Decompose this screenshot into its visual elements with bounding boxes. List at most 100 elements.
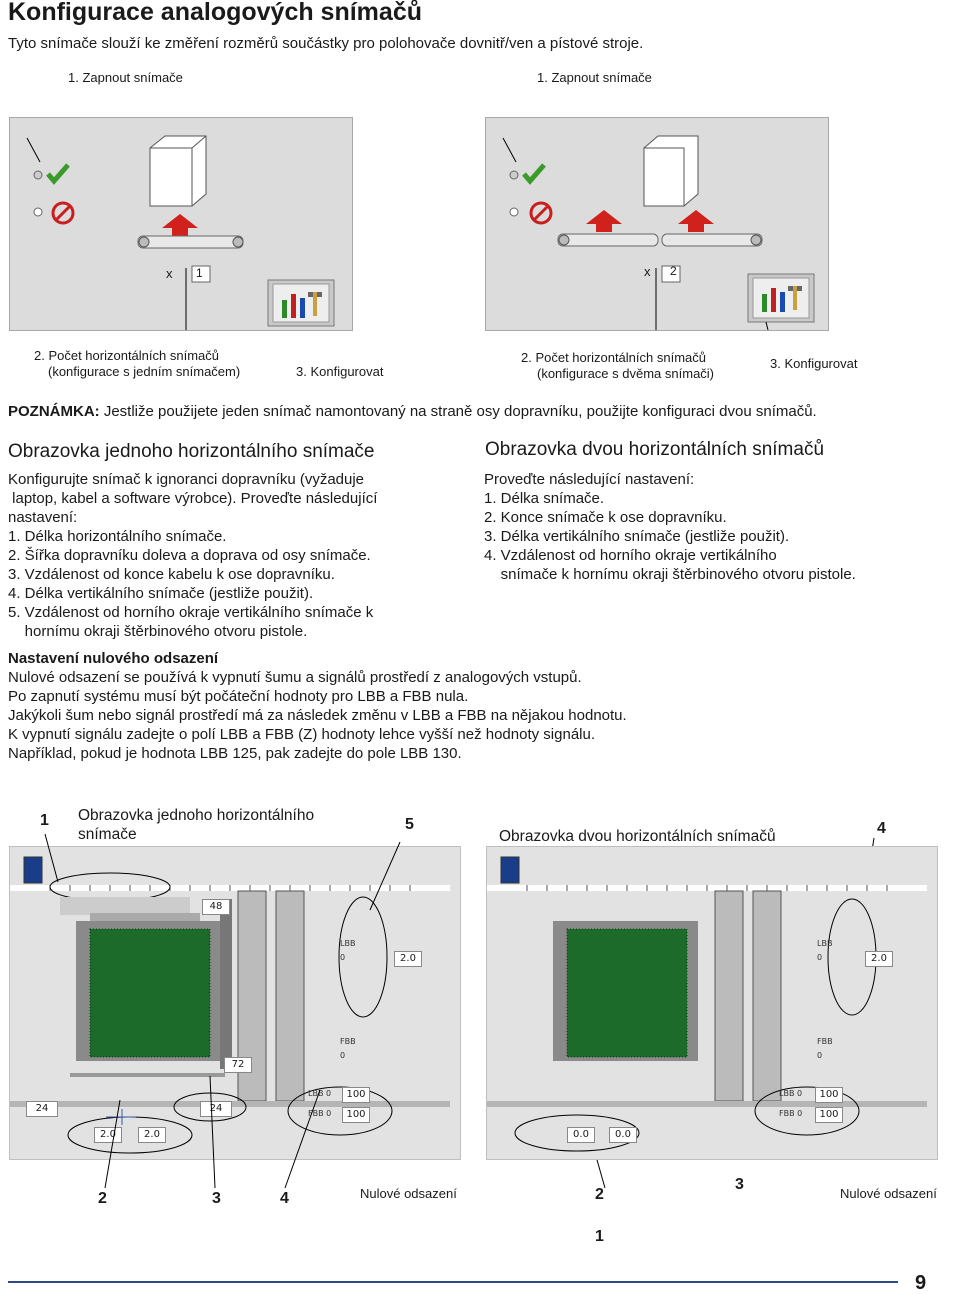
stop-icon (529, 201, 553, 225)
field-2.0[interactable]: 2.0 (394, 951, 422, 967)
note-text: Jestliže použijete jeden snímač namontov… (99, 403, 817, 420)
tl-step3: 3. Konfigurovat (296, 364, 384, 379)
double-item: 1. Délka snímače. (484, 490, 605, 507)
tr-panel (485, 117, 829, 331)
double-item: snímače k hornímu okraji štěrbinového ot… (484, 566, 856, 583)
lbb-label: LBB (817, 939, 833, 948)
zero-body: Nulové odsazení se používá k vypnutí šum… (8, 668, 627, 763)
tl-panel (9, 117, 353, 331)
callout-5: 5 (405, 816, 414, 833)
callout-3: 3 (212, 1190, 221, 1207)
bl-title-line2: snímače (78, 826, 137, 843)
zero-line: Jakýkoli šum nebo signál prostředí má za… (8, 707, 627, 724)
lbb0-label: LBB 0 (308, 1089, 332, 1098)
fbb-value: 0 (817, 1051, 823, 1060)
single-item: 3. Vzdálenost od konce kabelu k ose dopr… (8, 566, 335, 583)
br-callout-3: 3 (735, 1176, 744, 1193)
tools-icon (762, 286, 802, 312)
field-24a[interactable]: 24 (26, 1101, 58, 1117)
fbb-value: 0 (340, 1051, 346, 1060)
exit-icon (23, 856, 43, 884)
fbb-label: FBB (817, 1037, 833, 1046)
double-item: 4. Vzdálenost od horního okraje vertikál… (484, 547, 777, 564)
lbb-label: LBB (340, 939, 356, 948)
single-item: hornímu okraji štěrbinového otvoru pisto… (8, 623, 308, 640)
double-item: 3. Délka vertikálního snímače (jestliže … (484, 528, 790, 545)
tl-panel-graphic (26, 135, 335, 330)
br-screen: LBB 0 2.0 FBB 0 LBB 0 FBB 0 100 100 0.0 … (486, 846, 938, 1160)
single-intro-1: Konfigurujte snímač k ignoranci dopravní… (8, 471, 365, 488)
field-2.0[interactable]: 2.0 (865, 951, 893, 967)
double-body: Proveďte následující nastavení: 1. Délka… (484, 470, 954, 584)
zero-line: Po zapnutí systému musí být počáteční ho… (8, 688, 469, 705)
bl-title-line1: Obrazovka jednoho horizontálního (78, 807, 315, 824)
double-heading: Obrazovka dvou horizontálních snímačů (485, 439, 825, 460)
field-100b[interactable]: 100 (342, 1107, 370, 1123)
callout-2: 2 (98, 1190, 107, 1207)
tl-step2-line1: 2. Počet horizontálních snímačů (34, 348, 219, 363)
single-item: 4. Délka vertikálního snímače (jestliže … (8, 585, 314, 602)
page-number: 9 (915, 1272, 927, 1294)
arrow-up-icon-2 (678, 210, 714, 232)
br-screen-graphic (487, 856, 927, 1152)
zero-line: Nulové odsazení se používá k vypnutí šum… (8, 669, 582, 686)
tl-count-field[interactable]: 1 (196, 266, 203, 280)
br-zero-label: Nulové odsazení (840, 1186, 937, 1201)
tr-count-field[interactable]: 2 (670, 264, 677, 278)
check-icon (46, 163, 70, 185)
single-heading: Obrazovka jednoho horizontálního snímače (8, 441, 375, 462)
radio-off-icon (33, 207, 43, 217)
double-item: 2. Konce snímače k ose dopravníku. (484, 509, 727, 526)
field-0.0b[interactable]: 0.0 (609, 1127, 637, 1143)
bl-zero-label: Nulové odsazení (360, 1186, 457, 1201)
radio-on-icon (509, 170, 519, 180)
note: POZNÁMKA: Jestliže použijete jeden sníma… (8, 402, 817, 421)
zero-line: Například, pokud je hodnota LBB 125, pak… (8, 745, 462, 762)
single-intro-2: laptop, kabel a software výrobce). Prove… (8, 490, 378, 507)
br-callout-1: 1 (595, 1228, 604, 1245)
note-label: POZNÁMKA: (8, 403, 100, 420)
radio-off-icon (509, 207, 519, 217)
fbb0-label: FBB 0 (308, 1109, 332, 1118)
tools-icon (282, 292, 322, 318)
fbb-label: FBB (340, 1037, 356, 1046)
stop-icon (51, 201, 75, 225)
field-24b[interactable]: 24 (200, 1101, 232, 1117)
lbb0-label: LBB 0 (779, 1089, 803, 1098)
br-callout-2: 2 (595, 1186, 604, 1203)
tr-step1: 1. Zapnout snímače (537, 70, 652, 85)
tl-step2-line2: (konfigurace s jedním snímačem) (48, 364, 241, 379)
zero-line: K vypnutí signálu zadejte o polí LBB a F… (8, 726, 595, 743)
single-intro-3: nastavení: (8, 509, 78, 526)
callout-4: 4 (280, 1190, 289, 1207)
tr-step2-line2: (konfigurace s dvěma snímači) (537, 366, 715, 381)
tr-panel-graphic (502, 135, 815, 331)
field-2.0b[interactable]: 2.0 (138, 1127, 166, 1143)
exit-icon (500, 856, 520, 884)
field-0.0a[interactable]: 0.0 (567, 1127, 595, 1143)
field-48[interactable]: 48 (202, 899, 230, 915)
lbb-value: 0 (340, 953, 346, 962)
single-body: Konfigurujte snímač k ignoranci dopravní… (8, 470, 478, 641)
double-intro: Proveďte následující nastavení: (484, 471, 695, 488)
tl-step1: 1. Zapnout snímače (68, 70, 183, 85)
zero-heading: Nastavení nulového odsazení (8, 650, 219, 667)
bl-title: Obrazovka jednoho horizontálního snímače (78, 806, 314, 844)
single-item: 1. Délka horizontálního snímače. (8, 528, 227, 545)
single-item: 5. Vzdálenost od horního okraje vertikál… (8, 604, 374, 621)
check-icon (522, 163, 546, 185)
field-100b[interactable]: 100 (815, 1107, 843, 1123)
footer-rule (8, 1281, 898, 1283)
fbb0-label: FBB 0 (779, 1109, 803, 1118)
page-title: Konfigurace analogových snímačů (8, 0, 422, 26)
tl-x-label: x (166, 266, 173, 281)
field-72[interactable]: 72 (224, 1057, 252, 1073)
tr-x-label: x (644, 264, 651, 279)
radio-on-icon (33, 170, 43, 180)
subtitle: Tyto snímače slouží ke změření rozměrů s… (8, 35, 644, 52)
arrow-up-icon (162, 214, 198, 236)
field-100a[interactable]: 100 (342, 1087, 370, 1103)
lbb-value: 0 (817, 953, 823, 962)
tr-step3: 3. Konfigurovat (770, 356, 858, 371)
field-100a[interactable]: 100 (815, 1087, 843, 1103)
